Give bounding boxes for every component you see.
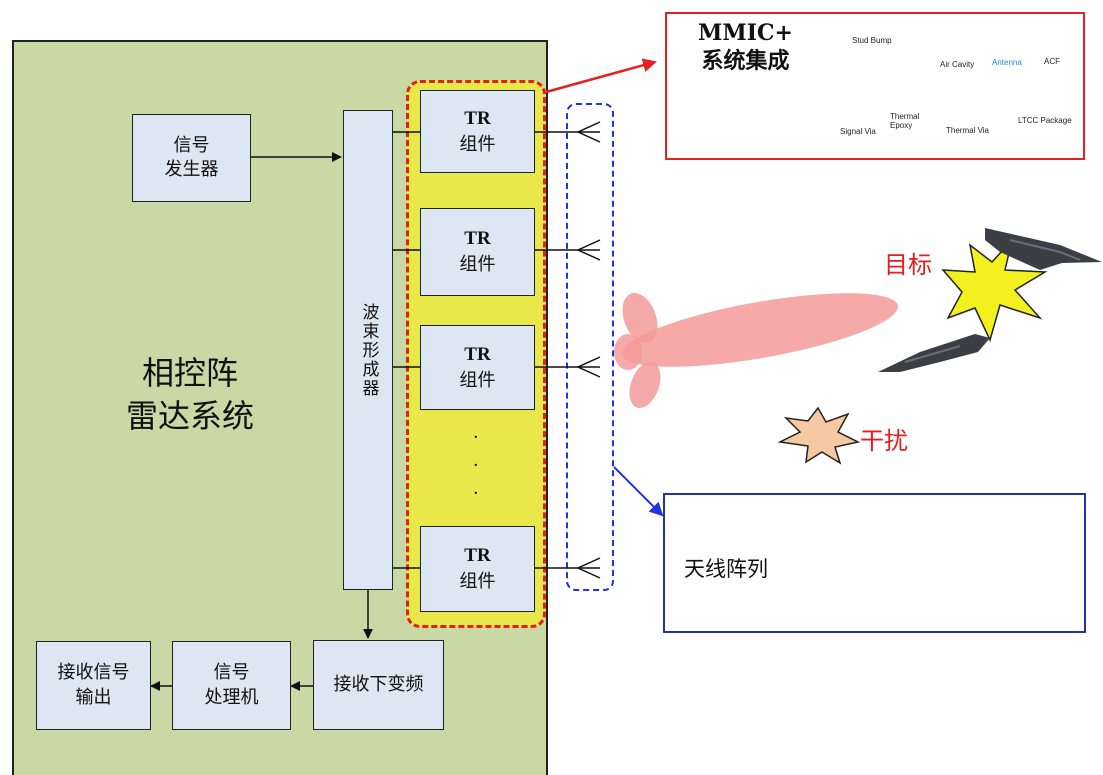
antenna-element-group: [566, 103, 614, 591]
mmic-integration-card: [665, 12, 1085, 160]
label-thermal-via: Thermal Via: [946, 126, 989, 135]
tr-sublabel: 组件: [459, 254, 496, 275]
tr-module-4: TR 组件: [420, 526, 535, 612]
label-ltcc-package: LTCC Package: [1018, 116, 1072, 125]
arrow-tr-to-mmic: [545, 58, 657, 94]
tr-label: TR: [464, 228, 491, 250]
label-signal-via: Signal Via: [840, 127, 876, 136]
signal-generator-label: 信号 发生器: [164, 134, 219, 180]
antenna-feeds: [535, 121, 601, 579]
signal-processor-label: 信号 处理机: [204, 662, 259, 708]
jet-icon-upper: [985, 228, 1102, 270]
beamformer-block: 波束形成器: [343, 110, 393, 590]
main-lobe: [622, 293, 898, 367]
side-lobe-2: [629, 361, 661, 409]
label-stud-bump: Stud Bump: [852, 36, 892, 45]
tr-module-2: TR 组件: [420, 208, 535, 296]
ellipsis-dot-3: ·: [473, 483, 479, 504]
beamformer-label: 波束形成器: [358, 302, 379, 398]
antenna-array-label: 天线阵列: [684, 557, 768, 581]
tr-sublabel: 组件: [459, 133, 496, 155]
receive-downconvert-label: 接收下变频: [333, 673, 424, 695]
receive-output-block: 接收信号 输出: [36, 641, 151, 730]
jet-icon-lower: [878, 334, 990, 372]
receive-output-label: 接收信号 输出: [57, 662, 130, 708]
tr-module-3: TR 组件: [420, 325, 535, 410]
side-lobe-1: [622, 292, 658, 344]
arrow-antenna-to-array: [613, 466, 664, 517]
label-acf: ACF: [1044, 57, 1060, 66]
side-lobe-3: [614, 334, 642, 370]
tr-label: TR: [464, 343, 491, 365]
ellipsis-dot-1: ·: [473, 427, 479, 448]
tr-sublabel: 组件: [459, 571, 496, 592]
label-mmic: MMIC: [896, 84, 918, 93]
mmic-title: MMIC+ 系统集成: [698, 20, 793, 74]
jamming-label: 干扰: [860, 427, 908, 455]
jamming-burst-icon: [777, 406, 861, 465]
label-thermal-epoxy: Thermal Epoxy: [890, 112, 920, 130]
label-antenna: Antenna: [992, 58, 1022, 67]
target-label: 目标: [884, 251, 932, 279]
antenna-array-card: [663, 493, 1086, 633]
signal-generator-block: 信号 发生器: [132, 114, 251, 202]
tr-label: TR: [464, 545, 491, 567]
tr-label: TR: [464, 107, 491, 129]
signal-processor-block: 信号 处理机: [172, 641, 291, 730]
tr-module-1: TR 组件: [420, 90, 535, 173]
receive-downconvert-block: 接收下变频: [313, 640, 444, 730]
system-title: 相控阵 雷达系统: [125, 354, 254, 436]
label-air-cavity: Air Cavity: [940, 60, 975, 69]
target-burst-icon: [941, 237, 1048, 343]
ellipsis-dot-2: ·: [473, 455, 479, 476]
tr-sublabel: 组件: [459, 369, 496, 391]
beam-pattern: [614, 292, 898, 409]
